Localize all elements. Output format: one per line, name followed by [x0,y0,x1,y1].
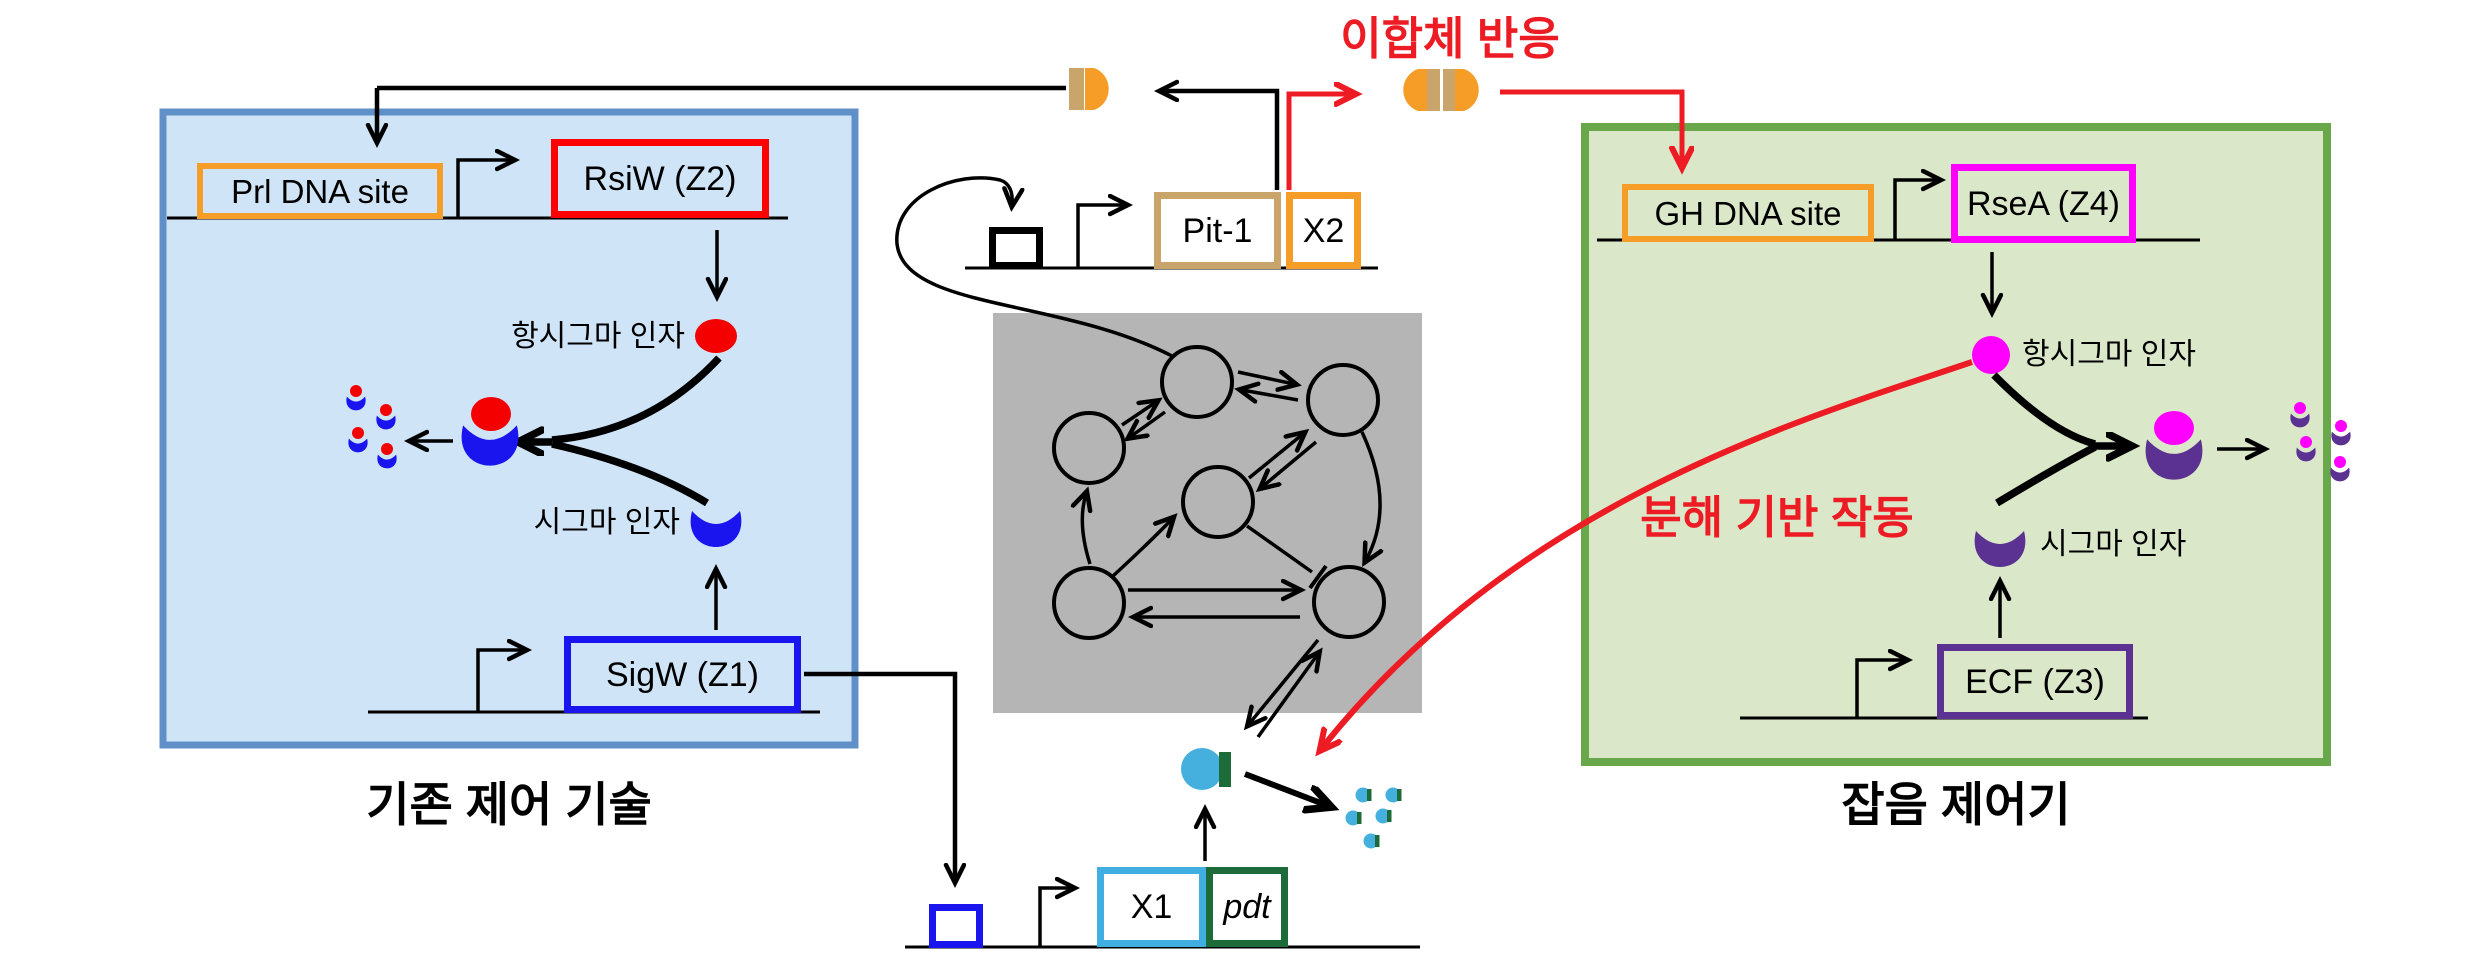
red-signal-lines [1286,92,1973,748]
left-sequestration-reaction [346,319,742,547]
sigma-antisigma-complex-icon [2145,411,2203,480]
degraded-fragments-icon [346,385,397,469]
anti-sigma-factor-icon [695,319,737,353]
pit1-gene-box: Pit-1 [1154,192,1281,269]
x1-gene-box: X1 [1097,867,1206,947]
prl-dna-site-box: Prl DNA site [197,163,443,219]
rsea-gene-box: RseA (Z4) [1951,164,2136,243]
pit1-dimer-icon [1403,69,1479,111]
gene-network-background [993,313,1422,713]
left-panel-caption: 기존 제어 기술 [366,778,652,831]
operator-site-square [989,227,1043,269]
merge-arrow-icon [1991,372,2126,507]
promoter-arrow-icons [456,160,1938,946]
gene-network-icon [895,176,1386,739]
degradation-actuation-label: 분해 기반 작동 [1640,492,1914,543]
gh-dna-site-box: GH DNA site [1622,184,1874,242]
x2-gene-box: X2 [1286,192,1361,269]
right-sequestration-reaction [1972,336,2351,567]
anti-sigma-label-right: 항시그마 인자 [2022,338,2196,371]
rsiw-gene-box: RsiW (Z2) [551,139,769,218]
pdt-tag-box: pdt [1206,867,1288,947]
x1-fragments-icon [1345,787,1402,849]
sigw-gene-box: SigW (Z1) [564,636,801,713]
sigma-antisigma-complex-icon [461,397,519,466]
x1-protein-icon [1181,748,1231,790]
anti-sigma-factor-icon [1972,336,2010,374]
x1-degradation-arrow [1243,771,1326,805]
degraded-fragments-icon [2290,402,2351,482]
monomer-feedback-lines [377,88,1280,880]
sigma-label-right: 시그마 인자 [2040,528,2187,561]
dimer-reaction-label: 이합체 반응 [1340,13,1560,64]
expression-arrows [716,230,2000,861]
ecf-gene-box: ECF (Z3) [1937,644,2133,719]
sigw-operator-square [929,904,983,948]
anti-sigma-label-left: 항시그마 인자 [511,320,685,353]
merge-arrow-icon [524,355,722,507]
pit1-monomer-icon [1069,68,1109,110]
sigma-label-left: 시그마 인자 [533,506,680,539]
right-panel-caption: 잡음 제어기 [1841,778,2071,831]
